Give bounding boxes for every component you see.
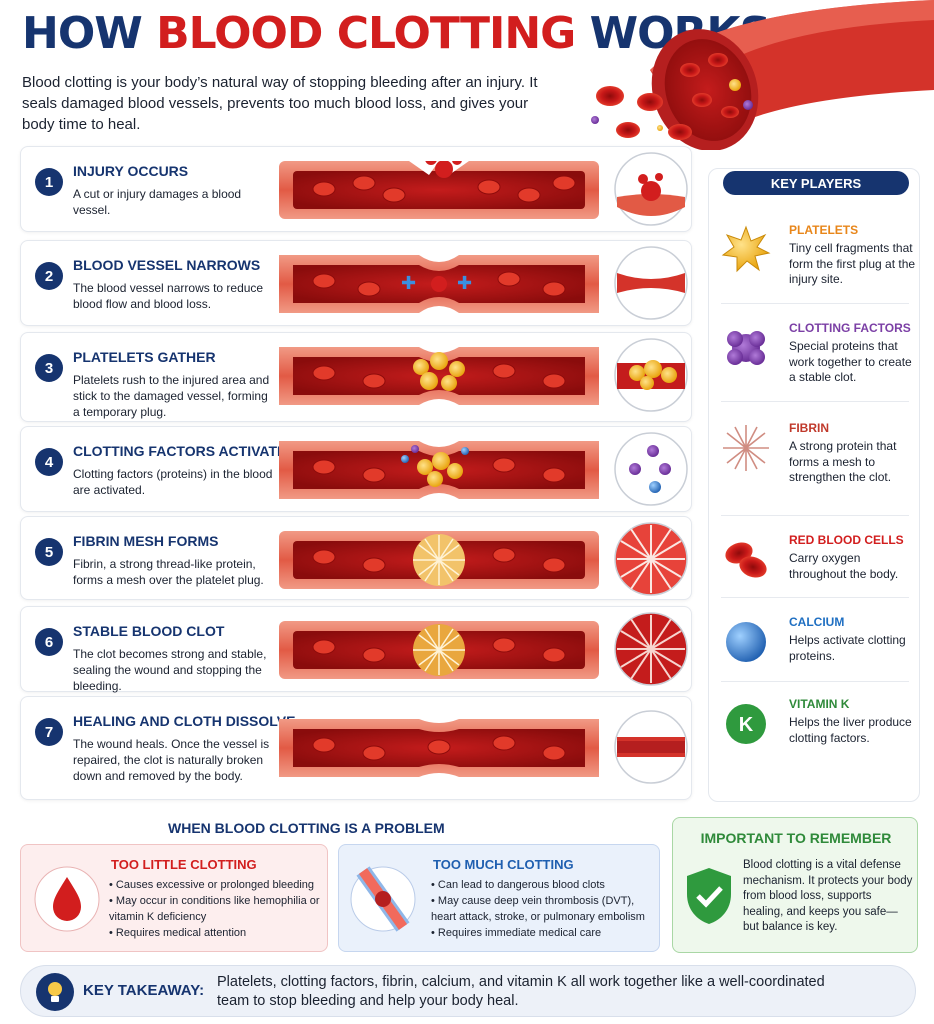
important-text: Blood clotting is a vital defense mechan… [743, 859, 913, 933]
blood-vessel-hero-illustration [591, 0, 934, 150]
key-players-panel: KEY PLAYERS PLATELETS Tiny cell fragment… [708, 168, 920, 802]
list-item: Requires medical attention [109, 925, 323, 941]
vessel-injury-illustration [279, 161, 599, 219]
key-player-description: A strong protein that forms a mesh to st… [789, 439, 897, 484]
key-player-description: Special proteins that work together to c… [789, 339, 912, 384]
divider [721, 515, 909, 516]
step-number: 6 [35, 628, 63, 656]
step-title: INJURY OCCURS [73, 163, 189, 179]
clotting-factor-icon [727, 331, 765, 365]
clotting-factors-illustration [279, 441, 599, 499]
step-1: 1 INJURY OCCURS A cut or injury damages … [20, 146, 692, 232]
key-takeaway-bar: KEY TAKEAWAY: Platelets, clotting factor… [20, 965, 916, 1017]
list-item: Requires immediate medical care [431, 925, 655, 941]
step-7: 7 HEALING AND CLOTH DISSOLVE The wound h… [20, 696, 692, 800]
step-number: 2 [35, 262, 63, 290]
key-player-name: VITAMIN K [789, 697, 850, 711]
divider [721, 597, 909, 598]
stable-clot-detail-illustration [614, 612, 688, 686]
too-much-clotting-box: TOO MUCH CLOTTING Can lead to dangerous … [338, 844, 660, 952]
key-player-description: Helps the liver produce clotting factors… [789, 715, 912, 745]
key-player-description: Helps activate clotting proteins. [789, 633, 906, 663]
fibrin-mesh-illustration [279, 531, 599, 589]
step-6: 6 STABLE BLOOD CLOT The clot becomes str… [20, 606, 692, 693]
svg-text:✚: ✚ [401, 273, 416, 294]
step-4: 4 CLOTTING FACTORS ACTIVATE Clotting fac… [20, 426, 692, 512]
too-little-list: Causes excessive or prolonged bleeding M… [109, 877, 323, 941]
fibrin-icon [723, 425, 769, 471]
step-number: 3 [35, 354, 63, 382]
list-item: May cause deep vein thrombosis (DVT), he… [431, 893, 655, 925]
list-item: Can lead to dangerous blood clots [431, 877, 655, 893]
step-title: CLOTTING FACTORS ACTIVATE [73, 443, 287, 459]
divider [721, 303, 909, 304]
key-player-description: Carry oxygen throughout the body. [789, 551, 899, 581]
step-title: HEALING AND CLOTH DISSOLVE [73, 713, 296, 729]
key-takeaway-text: Platelets, clotting factors, fibrin, cal… [217, 974, 825, 1009]
platelets-detail-illustration [614, 338, 688, 412]
calcium-icon [726, 622, 766, 662]
blood-drop-icon [34, 866, 100, 932]
blood-clot-icon [350, 866, 416, 932]
list-item: Causes excessive or prolonged bleeding [109, 877, 323, 893]
important-heading: IMPORTANT TO REMEMBER [700, 830, 892, 846]
step-title: STABLE BLOOD CLOT [73, 623, 225, 639]
divider [721, 401, 909, 402]
important-to-remember-box: IMPORTANT TO REMEMBER Blood clotting is … [672, 817, 918, 953]
key-player-name: PLATELETS [789, 223, 859, 237]
platelets-gather-illustration [279, 347, 599, 405]
too-little-title: TOO LITTLE CLOTTING [111, 857, 257, 872]
lightbulb-icon [36, 973, 74, 1011]
list-item: May occur in conditions like hemophilia … [109, 893, 323, 925]
too-little-clotting-box: TOO LITTLE CLOTTING Causes excessive or … [20, 844, 328, 952]
step-title: FIBRIN MESH FORMS [73, 533, 219, 549]
key-player-name: CALCIUM [789, 615, 845, 629]
step-number: 7 [35, 718, 63, 746]
step-description: The clot becomes strong and stable, seal… [73, 647, 267, 693]
clotting-factors-detail-illustration [614, 432, 688, 506]
healing-vessel-illustration [279, 719, 599, 777]
too-much-list: Can lead to dangerous blood clots May ca… [431, 877, 655, 941]
step-description: Fibrin, a strong thread-like protein, fo… [73, 557, 264, 587]
key-player-name: CLOTTING FACTORS [789, 321, 911, 335]
step-number: 1 [35, 168, 63, 196]
too-much-title: TOO MUCH CLOTTING [433, 857, 574, 872]
svg-text:K: K [739, 714, 754, 736]
step-description: Platelets rush to the injured area and s… [73, 373, 270, 419]
step-description: The blood vessel narrows to reduce blood… [73, 281, 264, 311]
divider [721, 681, 909, 682]
vitamin-k-icon: K [726, 704, 766, 744]
fibrin-detail-illustration [614, 522, 688, 596]
platelet-icon [721, 225, 771, 273]
step-description: A cut or injury damages a blood vessel. [73, 187, 242, 217]
key-player-name: FIBRIN [789, 421, 829, 435]
key-players-heading: KEY PLAYERS [723, 171, 909, 195]
svg-text:✚: ✚ [457, 273, 472, 294]
step-title: BLOOD VESSEL NARROWS [73, 257, 261, 273]
healed-detail-illustration [614, 710, 688, 784]
red-blood-cell-icon [725, 542, 767, 578]
step-5: 5 FIBRIN MESH FORMS Fibrin, a strong thr… [20, 516, 692, 600]
step-3: 3 PLATELETS GATHER Platelets rush to the… [20, 332, 692, 422]
step-2: 2 BLOOD VESSEL NARROWS The blood vessel … [20, 240, 692, 326]
step-title: PLATELETS GATHER [73, 349, 216, 365]
problems-heading: WHEN BLOOD CLOTTING IS A PROBLEM [168, 820, 445, 836]
stable-clot-illustration [279, 621, 599, 679]
key-player-name: RED BLOOD CELLS [789, 533, 904, 547]
narrowing-detail-illustration [614, 246, 688, 320]
step-number: 4 [35, 448, 63, 476]
key-player-description: Tiny cell fragments that form the first … [789, 241, 916, 286]
step-description: The wound heals. Once the vessel is repa… [73, 737, 270, 783]
key-takeaway-label: KEY TAKEAWAY: [83, 982, 205, 999]
step-number: 5 [35, 538, 63, 566]
step-description: Clotting factors (proteins) in the blood… [73, 467, 273, 497]
shield-check-icon [687, 868, 731, 924]
injury-detail-illustration [614, 152, 688, 226]
intro-text: Blood clotting is your body’s natural wa… [22, 74, 538, 133]
vessel-narrowing-illustration: ✚ ✚ [279, 255, 599, 313]
